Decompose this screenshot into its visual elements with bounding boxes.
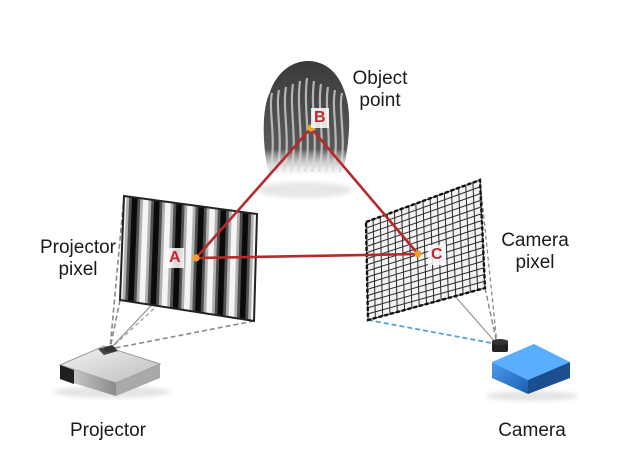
camera-grid-line [366, 233, 483, 272]
camera-grid-line [465, 185, 471, 293]
camera-grid-line [367, 247, 484, 284]
object-stripe [296, 80, 302, 173]
projector-pixel-line-2: pixel [58, 259, 98, 280]
camera-device [486, 339, 578, 401]
camera-grid-line [367, 280, 485, 315]
object-stripe [331, 89, 337, 173]
point-a-marker [192, 254, 200, 262]
camera-grid-line [451, 190, 457, 297]
point-c-marker [414, 250, 422, 258]
object-stripe [268, 92, 274, 173]
object-stripe [275, 89, 281, 173]
camera-grid-line [443, 193, 449, 299]
camera-grid-line [367, 260, 484, 296]
object-stripe [282, 86, 288, 173]
projector-pixel-line-1: Projector [39, 237, 117, 258]
object-stripe [289, 83, 295, 173]
camera-label: Camera [498, 420, 566, 441]
camera-grid-line [367, 274, 485, 309]
camera-grid-line [367, 253, 484, 290]
point-b-label: B [311, 108, 329, 128]
projector-pixel-label: Projector pixel [28, 237, 128, 281]
camera-pixel-label: Camera pixel [492, 230, 578, 274]
projector-pattern-screen [118, 194, 259, 323]
camera-grid-line [458, 187, 464, 295]
object-stripe [303, 77, 309, 173]
object-point-label: Object point [342, 68, 418, 112]
projector-device [54, 345, 170, 398]
point-a-label: A [166, 248, 184, 268]
projector-label: Projector [69, 420, 147, 441]
object-figure [256, 60, 352, 198]
camera-pixel-grid [364, 178, 487, 322]
camera-pixel-line-2: pixel [515, 252, 555, 273]
object-point-line-1: Object [352, 68, 408, 89]
camera-pixel-line-1: Camera [501, 230, 569, 251]
camera-grid-line [367, 267, 485, 303]
triangulation-lines [194, 126, 420, 260]
camera-grid-line [366, 240, 483, 278]
camera-grid-line [472, 182, 479, 291]
point-c-label: C [428, 245, 446, 265]
object-point-line-2: point [359, 90, 401, 111]
